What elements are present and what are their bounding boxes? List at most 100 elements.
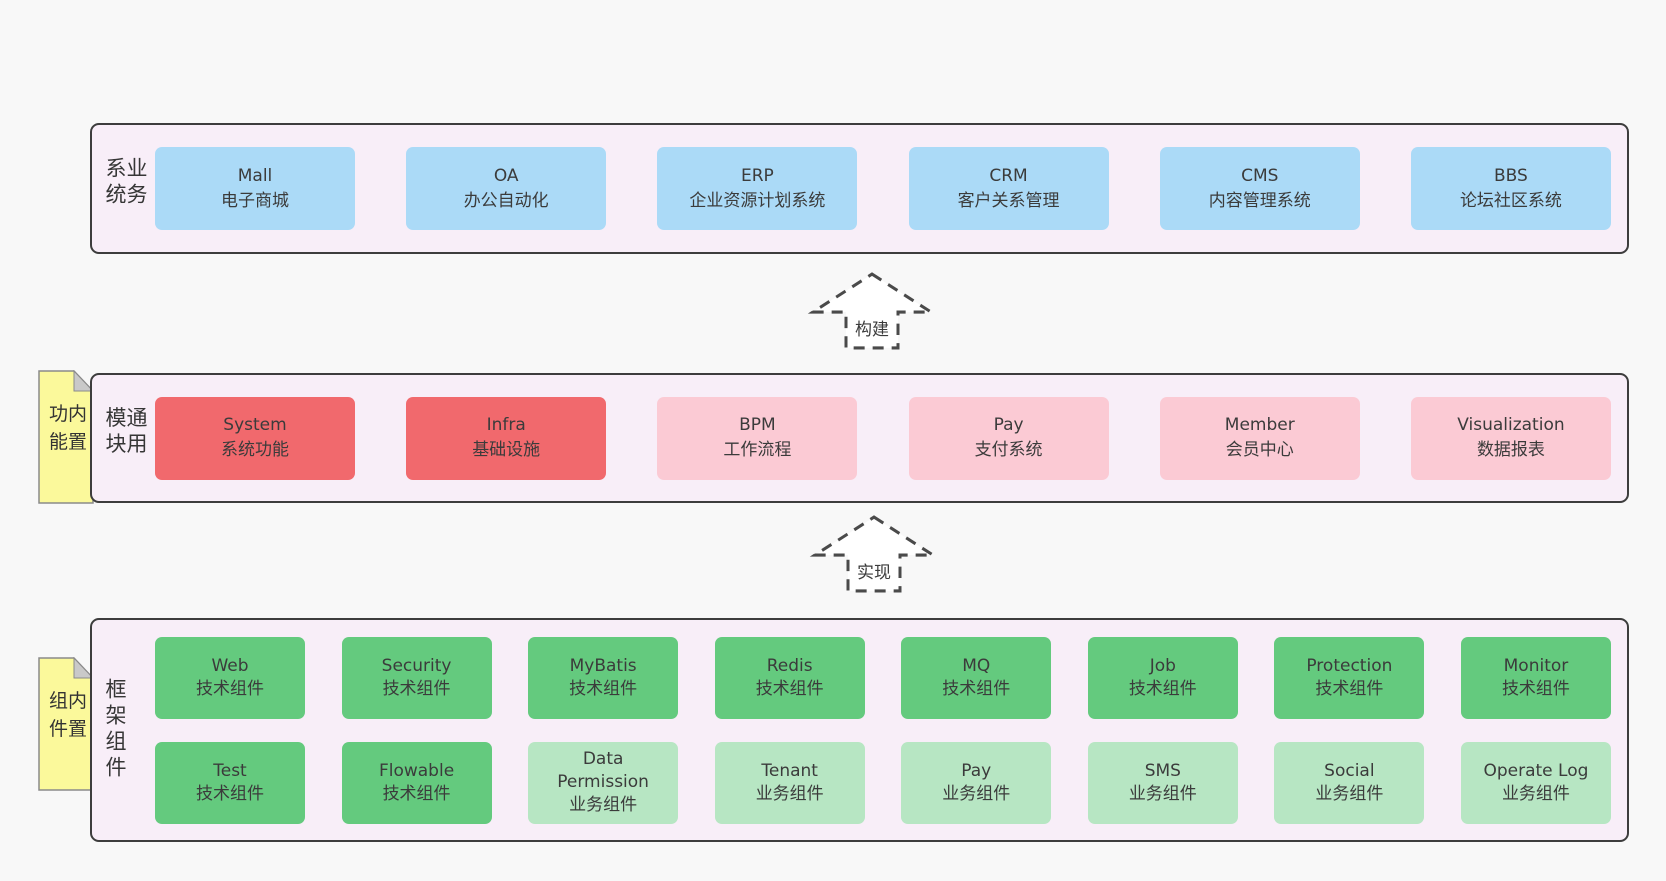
band-label-common-modules: 通用模块 [103, 406, 148, 459]
box-subtitle: 系统功能 [221, 440, 289, 460]
build-arrow: 构建 [807, 271, 937, 351]
box-subtitle: 技术组件 [196, 783, 264, 804]
box-system: System 系统功能 [155, 396, 355, 480]
box-subtitle: 技术组件 [755, 678, 824, 699]
sticky-label: 内置功能 [46, 403, 87, 460]
box-subtitle: 电子商城 [221, 190, 289, 211]
box-bpm: BPM 工作流程 [657, 396, 858, 480]
box-oa: OA 办公自动化 [406, 147, 607, 230]
box-title: System [223, 415, 287, 436]
box-subtitle: 内容管理系统 [1208, 190, 1311, 211]
box-title: ERP [740, 165, 774, 186]
box-title: MyBatis [569, 655, 637, 676]
box-subtitle: 技术组件 [1501, 678, 1570, 699]
up-block-arrow-icon [809, 515, 939, 593]
box-subtitle: 技术组件 [382, 678, 451, 699]
box-title: Tenant [761, 760, 818, 781]
box-title: Protection [1306, 655, 1393, 676]
box-subtitle: 技术组件 [569, 678, 638, 699]
box-title: Infra [486, 415, 526, 436]
box-subtitle: 技术组件 [196, 678, 264, 699]
box-subtitle: 数据报表 [1476, 440, 1545, 460]
box-crm: CRM 客户关系管理 [908, 147, 1109, 230]
box-mall: Mall 电子商城 [155, 147, 355, 230]
box-infra: Infra 基础设施 [406, 396, 607, 480]
box-subtitle: 支付系统 [974, 440, 1043, 460]
box-subtitle: 业务组件 [1315, 783, 1384, 804]
implement-arrow: 实现 [809, 514, 939, 594]
sticky-note-builtin-components: 内置组件 [38, 657, 94, 791]
box-subtitle: 业务组件 [755, 783, 824, 804]
folded-corner-icon [73, 657, 94, 679]
box-subtitle: 论坛社区系统 [1459, 190, 1562, 211]
box-title: Visualization [1457, 415, 1565, 436]
build-arrow-label: 构建 [852, 315, 892, 340]
box-title: Data Permission [557, 749, 649, 793]
box-subtitle: 客户关系管理 [957, 190, 1060, 211]
box-title: Mall [237, 165, 273, 186]
sticky-label: 内置组件 [46, 690, 87, 747]
box-title: Security [381, 655, 452, 676]
band-label-framework-components: 框架组件 [103, 678, 127, 782]
box-visualization: Visualization 数据报表 [1410, 396, 1611, 480]
box-title: Web [211, 655, 249, 676]
box-title: Redis [766, 655, 813, 676]
box-subtitle: 会员中心 [1225, 440, 1294, 460]
box-title: Pay [993, 415, 1024, 436]
box-title: Monitor [1503, 655, 1569, 676]
box-subtitle: 业务组件 [1501, 783, 1570, 804]
box-title: OA [493, 165, 519, 186]
box-subtitle: 技术组件 [942, 678, 1011, 699]
sticky-note-shape [38, 657, 94, 791]
box-subtitle: 业务组件 [569, 794, 638, 815]
box-subtitle: 办公自动化 [463, 190, 549, 211]
box-subtitle: 业务组件 [1128, 783, 1197, 804]
box-title: Flowable [378, 760, 455, 781]
box-title: BPM [739, 415, 776, 436]
box-title: Operate Log [1483, 760, 1589, 781]
box-title: CMS [1241, 165, 1279, 186]
box-title: SMS [1144, 760, 1181, 781]
box-title: CRM [989, 165, 1028, 186]
box-bbs: BBS 论坛社区系统 [1410, 147, 1611, 230]
box-title: MQ [962, 655, 991, 676]
folded-corner-icon [73, 370, 94, 392]
box-title: BBS [1494, 165, 1528, 186]
box-pay: Pay 支付系统 [908, 396, 1109, 480]
box-title: Social [1324, 760, 1375, 781]
implement-arrow-label: 实现 [854, 558, 894, 583]
sticky-note-builtin-features: 内置功能 [38, 370, 94, 504]
box-subtitle: 技术组件 [1128, 678, 1197, 699]
box-subtitle: 业务组件 [942, 783, 1011, 804]
box-subtitle: 工作流程 [723, 440, 792, 460]
box-subtitle: 基础设施 [472, 440, 541, 460]
